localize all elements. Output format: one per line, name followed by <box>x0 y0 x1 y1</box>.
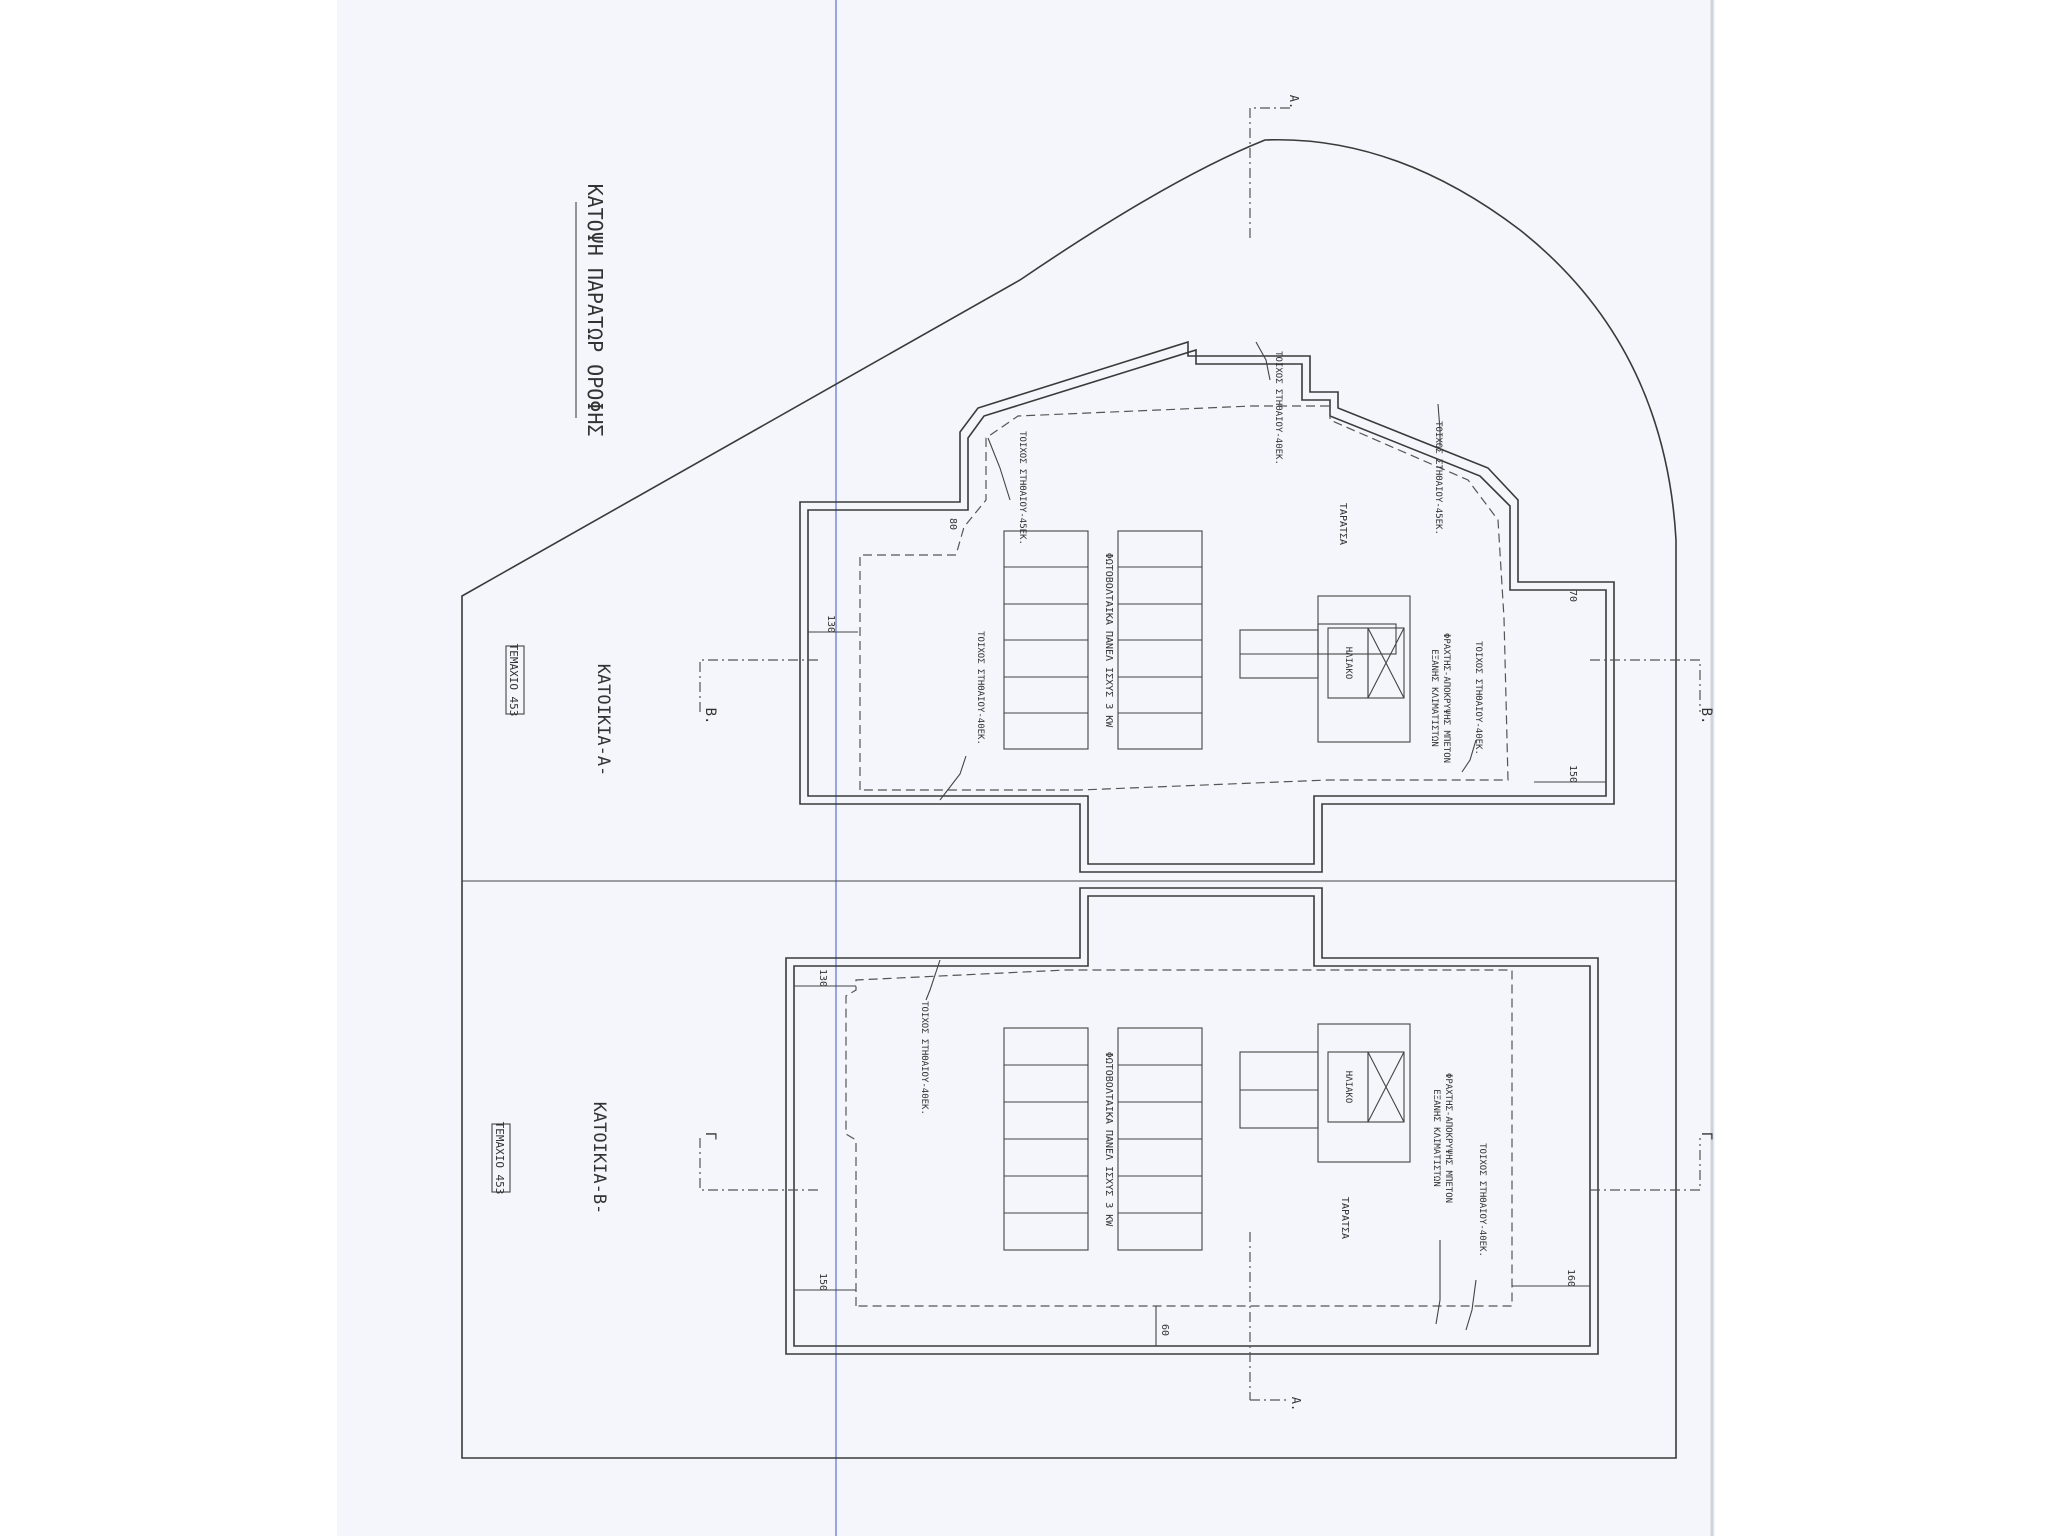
unit-a-dim-4: 150 <box>1567 765 1578 783</box>
unit-b-pv-panels: ΦΩΤΟΒΟΛΤΑΙΚΑ ΠΑΝΕΛ ΙΣΧΥΣ 3 KW <box>1003 1027 1203 1251</box>
plot-boundary <box>461 138 1677 1459</box>
unit-a-leader-lines <box>939 341 1477 801</box>
unit-a-wall-note-5: ΤΟΙΧΟΣ ΣΤΗΘΑΙΟΥ-40ΕΚ. <box>1473 641 1483 755</box>
unit-a-dim-1: 80 <box>947 518 958 530</box>
unit-a-dim-2: 130 <box>825 615 836 633</box>
unit-a-solar-heater: ΗΛΙΑΚΟ <box>1239 595 1411 743</box>
section-gg <box>699 1138 1701 1191</box>
section-aa-top-label: Α. <box>1287 95 1301 109</box>
unit-b-wall-note-1: ΤΟΙΧΟΣ ΣΤΗΘΑΙΟΥ-40ΕΚ. <box>919 1001 929 1115</box>
paper-sheet <box>337 0 1715 1536</box>
drawing-title: ΚΑΤΟΨΗ ΠΑΡΑΤΩΡ ΟΡΟΦΗΣ <box>575 184 607 437</box>
section-bb <box>699 659 1701 712</box>
unit-a-parcel-tag: ΤΕΜΑΧΙΟ 453 <box>505 644 525 717</box>
section-gg-right-label: Γ <box>1698 1132 1714 1140</box>
unit-a-pv-panels: ΦΩΤΟΒΟΛΤΑΙΚΑ ΠΑΝΕΛ ΙΣΧΥΣ 3 KW <box>1003 530 1203 750</box>
unit-a-wall-note-2: ΤΟΙΧΟΣ ΣΤΗΘΑΙΟΥ-40ΕΚ. <box>1273 351 1283 465</box>
unit-a-pv-label: ΦΩΤΟΒΟΛΤΑΙΚΑ ΠΑΝΕΛ ΙΣΧΥΣ 3 KW <box>1103 553 1114 729</box>
unit-a-label: ΚΑΤΟΙΚΙΑ-Α- <box>593 664 613 777</box>
section-gg-left-label: Γ <box>702 1132 718 1140</box>
unit-b-leader-lines <box>925 959 1477 1331</box>
svg-text:ΤΕΜΑΧΙΟ 453: ΤΕΜΑΧΙΟ 453 <box>507 644 520 717</box>
section-aa <box>1249 107 1290 1401</box>
unit-b-pv-label: ΦΩΤΟΒΟΛΤΑΙΚΑ ΠΑΝΕΛ ΙΣΧΥΣ 3 KW <box>1103 1052 1114 1228</box>
unit-b-roof-outline <box>785 887 1599 1355</box>
unit-b-dim-4: 160 <box>1565 1269 1576 1287</box>
svg-text:ΚΑΤΟΨΗ ΠΑΡΑΤΩΡ ΟΡΟΦΗΣ: ΚΑΤΟΨΗ ΠΑΡΑΤΩΡ ΟΡΟΦΗΣ <box>583 184 607 437</box>
unit-a-wall-note-4: ΤΟΙΧΟΣ ΣΤΗΘΑΙΟΥ-40ΕΚ. <box>975 631 985 745</box>
unit-a-solar-label: ΗΛΙΑΚΟ <box>1343 647 1353 680</box>
unit-b-dim-1: 130 <box>817 969 828 987</box>
unit-a-tank-label: ΤΑΡΑΤΣΑ <box>1337 503 1348 545</box>
unit-b-fence-note-1: ΦΡΑΧΤΗΣ-ΑΠΟΚΡΥΨΗΣ ΜΠΕΤΟΝ <box>1443 1073 1453 1203</box>
unit-a-roof-outline <box>799 340 1615 873</box>
unit-b-label: ΚΑΤΟΙΚΙΑ-Β- <box>589 1102 609 1215</box>
unit-b-tank-label: ΤΑΡΑΤΣΑ <box>1339 1197 1350 1239</box>
section-aa-bottom-label: Α. <box>1289 1397 1303 1411</box>
unit-b-parcel-tag: ΤΕΜΑΧΙΟ 453 <box>491 1122 511 1195</box>
unit-b-fence-note-2: ΕΞΑΝΗΣ ΚΛΙΜΑΤΙΣΤΩΝ <box>1431 1089 1441 1187</box>
unit-a-wall-note-1: ΤΟΙΧΟΣ ΣΤΗΘΑΙΟΥ-45ΕΚ. <box>1017 431 1027 545</box>
unit-a-fence-note-1: ΦΡΑΧΤΗΣ-ΑΠΟΚΡΥΨΗΣ ΜΠΕΤΟΝ <box>1441 633 1451 763</box>
unit-b-solar-label: ΗΛΙΑΚΟ <box>1343 1071 1353 1104</box>
unit-b-solar-heater: ΗΛΙΑΚΟ <box>1239 1023 1411 1163</box>
unit-b-dim-2: 150 <box>817 1273 828 1291</box>
section-bb-right-label: Β. <box>1698 708 1714 725</box>
unit-a-fence-note-2: ΕΞΑΝΗΣ ΚΛΙΜΑΤΙΣΤΩΝ <box>1429 649 1439 747</box>
unit-a-wall-note-3: ΤΟΙΧΟΣ ΣΤΗΘΑΙΟΥ-45ΕΚ. <box>1433 421 1443 535</box>
unit-a-dim-3: 70 <box>1567 590 1578 602</box>
svg-text:ΤΕΜΑΧΙΟ 453: ΤΕΜΑΧΙΟ 453 <box>493 1122 506 1195</box>
unit-b-dim-3: 60 <box>1159 1324 1170 1336</box>
section-bb-left-label: Β. <box>702 708 718 725</box>
unit-b-wall-note-2: ΤΟΙΧΟΣ ΣΤΗΘΑΙΟΥ-40ΕΚ. <box>1477 1143 1487 1257</box>
